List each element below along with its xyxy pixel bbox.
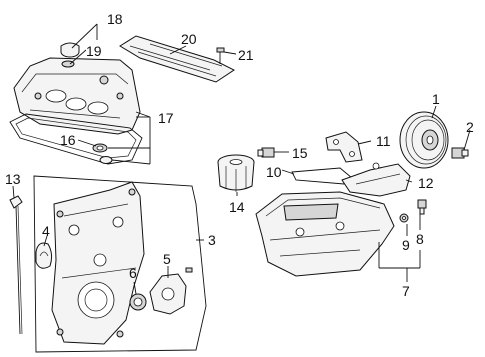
callout-3: 3 — [208, 232, 216, 248]
drain-plug-icon — [399, 213, 409, 223]
pulley-icon — [399, 111, 449, 169]
callout-19: 19 — [86, 43, 102, 59]
callout-21: 21 — [238, 47, 254, 63]
cover-icon — [51, 181, 145, 345]
fitting-icon — [257, 147, 275, 158]
pulley-bolt-icon — [451, 147, 469, 159]
callout-20: 20 — [181, 31, 197, 47]
callout-1: 1 — [432, 91, 440, 107]
valve-cover-icon — [13, 57, 141, 135]
o-ring-icon — [35, 242, 53, 269]
oil-pan-icon — [255, 191, 395, 277]
leader-lines — [12, 23, 471, 295]
callout-17: 17 — [158, 110, 174, 126]
bolt-icon — [216, 47, 225, 64]
baffle-icon — [341, 162, 411, 197]
callout-4: 4 — [42, 223, 50, 239]
callout-16: 16 — [60, 132, 76, 148]
callout-14: 14 — [229, 199, 245, 215]
dipstick-icon — [9, 195, 23, 335]
callout-6: 6 — [129, 265, 137, 281]
callout-12: 12 — [418, 175, 434, 191]
callout-11: 11 — [376, 133, 391, 149]
callout-10: 10 — [266, 164, 282, 180]
bracket-icon — [325, 131, 363, 163]
filter-icon — [217, 154, 255, 192]
oil-seal-icon — [129, 293, 147, 311]
washer-icon — [417, 199, 427, 215]
engine-cover-icon — [119, 35, 235, 83]
callout-13: 13 — [5, 171, 21, 187]
callout-9: 9 — [402, 237, 410, 253]
callout-2: 2 — [466, 119, 474, 135]
timing-cover-box — [33, 175, 207, 353]
callout-15: 15 — [292, 145, 308, 161]
callout-8: 8 — [416, 231, 424, 247]
pump-cover-icon — [149, 267, 193, 315]
callout-7: 7 — [402, 283, 410, 299]
callout-5: 5 — [163, 251, 171, 267]
callout-18: 18 — [107, 11, 123, 27]
